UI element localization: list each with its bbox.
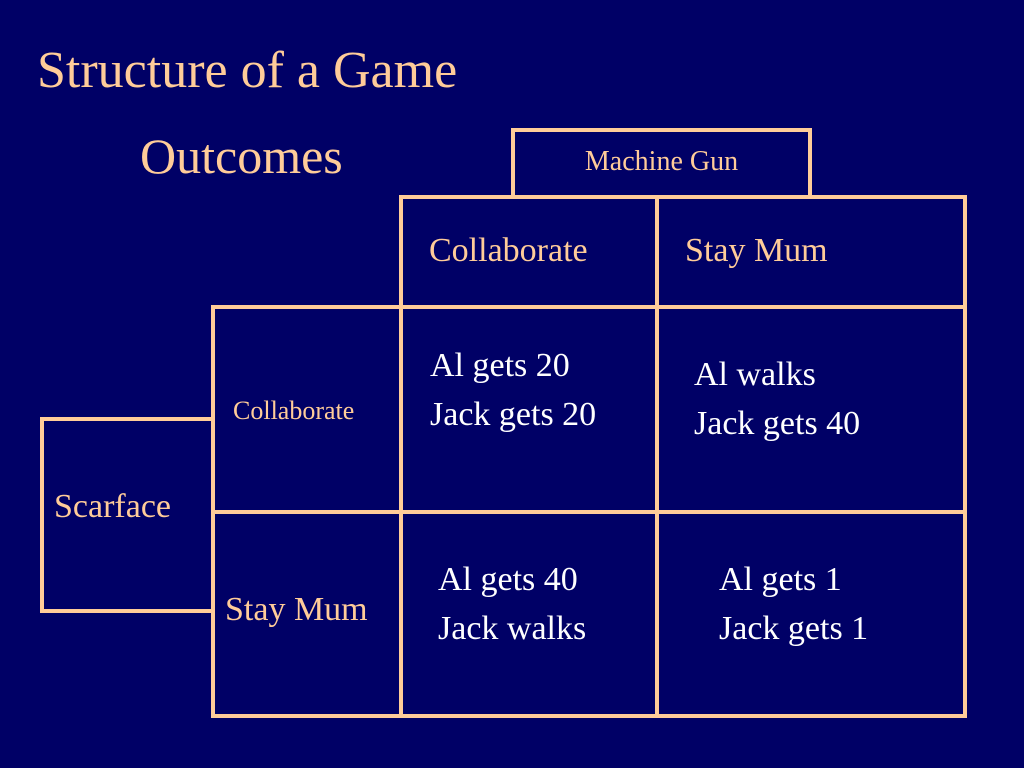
outcome-cell-collaborate-stay-mum: Al walks Jack gets 40 bbox=[694, 350, 860, 449]
outcome-al: Al gets 40 bbox=[438, 561, 578, 598]
slide-title: Structure of a Game bbox=[37, 42, 458, 99]
column-strategy-stay-mum: Stay Mum bbox=[685, 232, 828, 269]
outcome-al: Al gets 1 bbox=[719, 561, 842, 598]
column-strategy-collaborate: Collaborate bbox=[429, 232, 588, 269]
outcome-cell-stay-mum-collaborate: Al gets 40 Jack walks bbox=[438, 555, 586, 654]
outcome-cell-collaborate-collaborate: Al gets 20 Jack gets 20 bbox=[430, 341, 596, 440]
column-strategy-header bbox=[399, 195, 967, 307]
row-strategy-collaborate: Collaborate bbox=[233, 396, 355, 425]
outcome-cell-stay-mum-stay-mum: Al gets 1 Jack gets 1 bbox=[719, 555, 868, 654]
outcome-al: Al walks bbox=[694, 356, 816, 393]
row-strategy-stay-mum: Stay Mum bbox=[225, 591, 368, 628]
row-player-label: Scarface bbox=[54, 488, 172, 525]
payoff-grid bbox=[211, 305, 967, 718]
outcome-jack: Jack gets 20 bbox=[430, 396, 597, 434]
outcome-jack: Jack gets 1 bbox=[719, 610, 869, 648]
slide-subtitle: Outcomes bbox=[140, 128, 343, 184]
column-player-box bbox=[511, 128, 812, 197]
row-player-box bbox=[40, 417, 213, 613]
outcome-jack: Jack gets 40 bbox=[694, 405, 861, 443]
column-player-label: Machine Gun bbox=[584, 146, 739, 177]
outcome-al: Al gets 20 bbox=[430, 347, 570, 384]
outcome-jack: Jack walks bbox=[438, 610, 587, 648]
